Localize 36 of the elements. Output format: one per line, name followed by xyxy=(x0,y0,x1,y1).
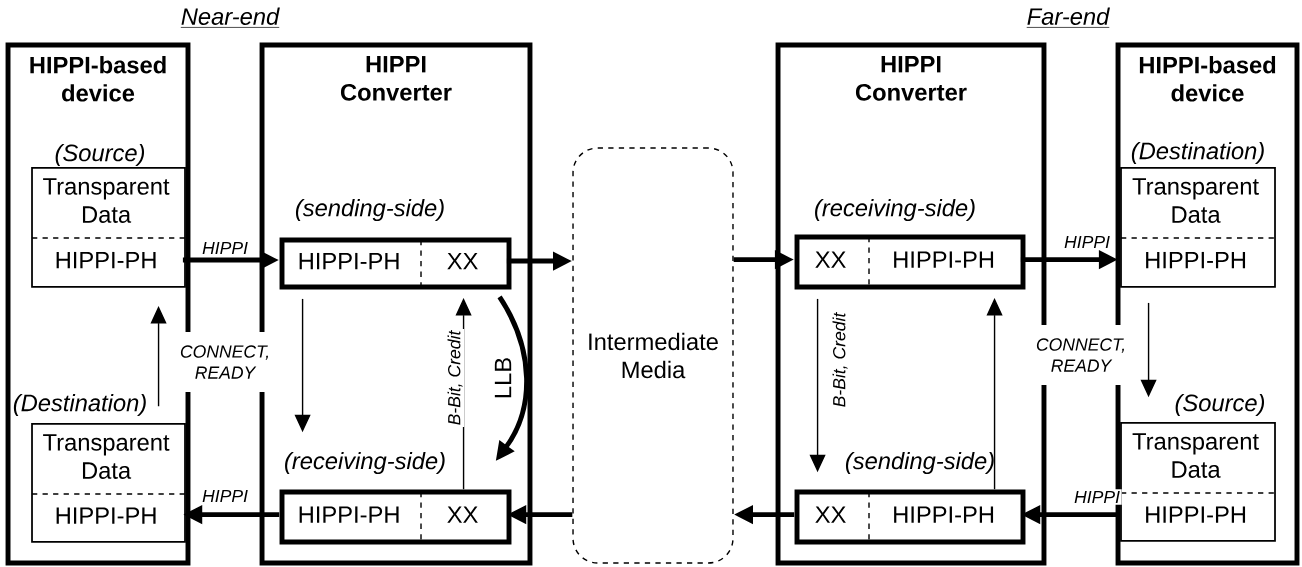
role-label: (receiving-side) xyxy=(815,198,975,222)
role-label: (Destination) xyxy=(1131,141,1264,165)
edge-label: HIPPI xyxy=(1062,234,1112,250)
layer-cell: XX xyxy=(447,252,478,270)
role-label: (Destination) xyxy=(13,393,146,417)
role-label: (sending-side) xyxy=(845,451,994,475)
layer-cell: Transparent Data xyxy=(1132,178,1259,223)
role-label: (Source) xyxy=(55,143,145,167)
section-heading: Far-end xyxy=(1026,7,1110,28)
layer-cell: Transparent Data xyxy=(1132,433,1259,478)
layer-cell: HIPPI-PH xyxy=(1146,506,1246,523)
layer-cell: HIPPI-PH xyxy=(299,252,399,270)
edge-label: HIPPI xyxy=(200,240,250,256)
layer-cell: HIPPI-PH xyxy=(894,506,994,523)
layer-cell: HIPPI-PH xyxy=(56,251,156,269)
edge-label: HIPPI xyxy=(1072,489,1122,505)
layer-cell: Transparent Data xyxy=(43,434,170,479)
edge-label: HIPPI xyxy=(200,488,250,504)
layer-cell: HIPPI-PH xyxy=(1146,251,1246,269)
layer-cell: XX xyxy=(815,251,846,268)
edge-label: B-Bit, Credit xyxy=(830,310,850,410)
edge-label: B-Bit, Credit xyxy=(445,328,465,428)
signal-label: CONNECT, READY xyxy=(175,332,275,392)
role-label: (Source) xyxy=(1175,393,1265,417)
layer-cell: Transparent Data xyxy=(43,178,170,223)
section-heading: Near-end xyxy=(180,7,280,28)
layer-cell: XX xyxy=(447,506,478,523)
role-label: (sending-side) xyxy=(295,198,444,222)
layer-cell: HIPPI-PH xyxy=(894,251,994,268)
role-label: (receiving-side) xyxy=(285,451,445,475)
media-box: Intermediate Media xyxy=(572,147,734,564)
layer-cell: XX xyxy=(815,506,846,523)
edge-label: LLB xyxy=(493,355,513,401)
signal-label: CONNECT, READY xyxy=(1031,325,1131,385)
layer-cell: HIPPI-PH xyxy=(299,506,399,523)
layer-cell: HIPPI-PH xyxy=(56,507,156,524)
